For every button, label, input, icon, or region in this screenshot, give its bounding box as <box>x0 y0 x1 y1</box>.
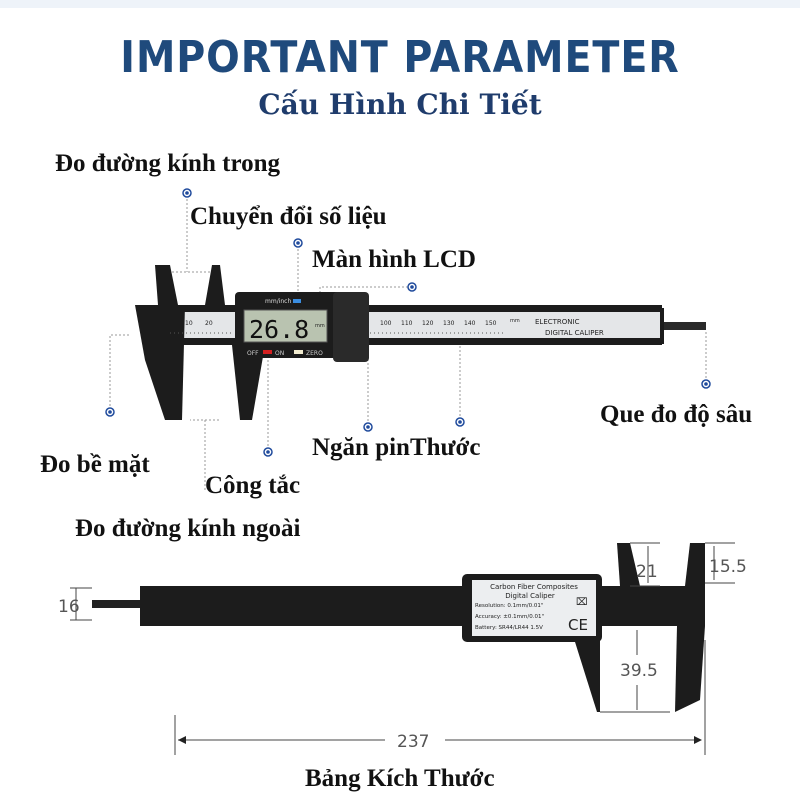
upper-jaw-fixed <box>685 543 705 586</box>
spec-label <box>472 580 596 636</box>
diagram-shape <box>704 382 708 386</box>
dimension-lines <box>70 542 735 755</box>
footer-caption: Bảng Kích Thước <box>305 765 495 792</box>
callout-switch: Công tắc <box>205 472 301 499</box>
diagram-shape <box>366 425 370 429</box>
diagram-shape <box>185 191 189 195</box>
spec-battery: Battery: SR44/LR44 1.5V <box>475 625 543 631</box>
unit-button[interactable] <box>293 299 301 303</box>
lower-jaw-slide <box>570 626 600 712</box>
callout-surface: Đo bề mặt <box>40 451 150 478</box>
diagram-shape <box>458 420 462 424</box>
callout-outer-diameter: Đo đường kính ngoài <box>75 515 301 542</box>
lcd-screen <box>243 309 328 343</box>
beam <box>140 586 705 626</box>
diagram-shape <box>410 285 414 289</box>
scale-tick-label: 130 <box>443 320 455 327</box>
diagram-shape <box>178 736 186 744</box>
spec-line-1: Carbon Fiber Composites <box>490 583 578 591</box>
on-button[interactable] <box>263 350 272 354</box>
scale-tick-label: 120 <box>422 320 434 327</box>
weee-bin-icon: ⌧ <box>576 597 588 608</box>
upper-jaw-slide <box>205 265 225 305</box>
ce-mark: CE <box>568 616 588 634</box>
spec-accuracy: Accuracy: ±0.1mm/0.01" <box>475 614 544 620</box>
dim-outer-jaw: 39.5 <box>620 661 658 681</box>
lower-jaw-slide <box>232 345 265 420</box>
callout-depth-rod: Que đo độ sâu <box>600 401 753 428</box>
off-label: OFF <box>247 350 259 357</box>
on-label: ON <box>275 350 284 357</box>
dim-inner-jaw: 21 <box>636 562 658 582</box>
caliper-top: mm/inch 26.8 mm OFF ON ZERO 10 20 100 11… <box>135 265 706 420</box>
diagram-shape <box>694 736 702 744</box>
upper-jaw-slide <box>617 543 640 586</box>
brand-line-2: DIGITAL CALIPER <box>545 329 604 337</box>
lcd-unit: mm <box>315 323 325 329</box>
diagram-shape <box>266 450 270 454</box>
dim-length: 237 <box>397 732 429 752</box>
page-title: IMPORTANT PARAMETER <box>120 32 680 83</box>
scale-tick-label: 10 <box>185 320 193 327</box>
scale-tick-label: 110 <box>401 320 413 327</box>
brand-line-1: ELECTRONIC <box>535 318 580 326</box>
zero-label: ZERO <box>306 350 323 357</box>
lower-jaw-fixed <box>135 305 185 420</box>
diagram-shape <box>178 736 702 744</box>
lcd-value: 26.8 <box>249 315 309 344</box>
diagram-shape <box>109 334 130 410</box>
spec-line-2: Digital Caliper <box>505 592 555 600</box>
spec-resolution: Resolution: 0.1mm/0.01" <box>475 603 543 609</box>
page-subtitle: Cấu Hình Chi Tiết <box>258 88 542 121</box>
callout-inner-diameter: Đo đường kính trong <box>55 150 280 177</box>
scale-tick-label: 140 <box>464 320 476 327</box>
dim-jaw-tip: 15.5 <box>709 557 747 577</box>
depth-rod <box>664 322 706 330</box>
dim-rod-height: 16 <box>58 597 80 617</box>
lower-jaw-fixed <box>675 626 705 712</box>
caliper-bottom: Carbon Fiber Composites Digital Caliper … <box>92 543 705 712</box>
callout-lcd-screen: Màn hình LCD <box>312 246 476 273</box>
diagram-shape <box>108 191 708 454</box>
upper-jaw-fixed <box>155 265 178 305</box>
diagram-shape <box>190 419 220 490</box>
diagram-shape <box>296 241 300 245</box>
zero-button[interactable] <box>294 350 303 354</box>
scale-tick-label: 100 <box>380 320 392 327</box>
scale-tick-label: 20 <box>205 320 213 327</box>
scale-unit: mm <box>510 318 520 324</box>
top-band <box>0 0 800 8</box>
scale-tick-label: 150 <box>485 320 497 327</box>
callout-unit-conversion: Chuyển đổi số liệu <box>190 203 387 230</box>
callout-battery-ruler: Ngăn pinThước <box>312 434 481 461</box>
depth-rod <box>92 600 142 608</box>
thumb-wheel <box>333 292 369 362</box>
diagram-shape <box>108 410 112 414</box>
unit-button-label: mm/inch <box>265 298 291 305</box>
